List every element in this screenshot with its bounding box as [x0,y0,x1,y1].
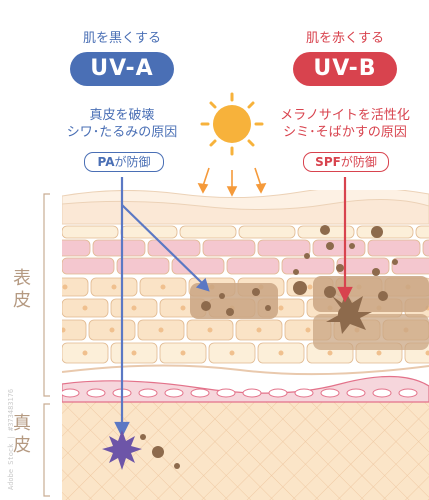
epidermis-cell [367,239,421,257]
vessel-cell [190,388,210,398]
cell-nucleus [376,350,382,356]
epidermis-cell [415,225,429,239]
uva-description-line1: 真皮を破壊 [89,108,155,123]
cell-nucleus [82,350,88,356]
cell-nucleus [180,350,186,356]
vessel-cell [398,388,418,398]
cell-nucleus [131,350,137,356]
cell-nucleus [62,327,66,333]
vessel-cell [242,388,262,398]
uva-caption: 肌を黒くする [82,31,162,46]
cell-nucleus [278,350,284,356]
epidermis-cell [92,239,146,257]
vessel-cell [164,388,184,398]
epidermis-cell [226,257,280,275]
epidermis-cell [171,257,225,275]
epidermis-cell [391,257,429,275]
epidermis-cell [62,257,115,275]
epidermis-cell [147,239,201,257]
epidermis-cell [422,239,429,257]
epidermis-cell [238,225,296,239]
cell-nucleus [82,305,88,311]
uvb-pill: UV-B [293,52,397,86]
vessel-cell [62,388,80,398]
epidermis-cell [257,239,311,257]
cell-nucleus [278,305,284,311]
epidermis-cell [281,257,335,275]
epidermis-cell [116,257,170,275]
uvb-caption: 肌を赤くする [305,31,385,46]
epidermis-cell [202,239,256,257]
epidermis-cell [356,225,414,239]
epidermis-cell [62,277,89,297]
cell-nucleus [131,305,137,311]
uvb-description-line1: メラノサイトを活性化 [280,108,410,123]
vessel-cell [138,388,158,398]
cell-nucleus [158,327,164,333]
cell-nucleus [111,284,117,290]
vessel-cell [216,388,236,398]
uva-pa-badge: PAが防御 [84,152,164,172]
uvb-badge-rest: が防御 [340,155,377,169]
vessel-cell [86,388,106,398]
cell-nucleus [229,350,235,356]
cell-nucleus [425,350,429,356]
cell-nucleus [256,327,262,333]
cell-nucleus [109,327,115,333]
vessel-cell [294,388,314,398]
sun-icon [200,92,264,156]
uva-description-line2: シワ･たるみの原因 [66,125,178,140]
cell-nucleus [307,284,313,290]
melanocyte [326,292,372,334]
dermis-label: 真皮 [13,413,31,456]
uvb-badge-strong: SPF [315,155,341,169]
cell-nucleus [62,284,68,290]
vessel-cell [268,388,288,398]
cell-nucleus [207,327,213,333]
uvb-description-line2: シミ･そばかすの原因 [283,125,407,140]
epidermis-cell [62,225,119,239]
uvb-spf-badge: SPFが防御 [303,152,389,172]
cell-nucleus [180,305,186,311]
vessel-cell [346,388,366,398]
epidermis-cell [179,225,237,239]
epidermis-label: 表皮 [13,268,31,311]
cell-nucleus [160,284,166,290]
collagen-damage-icon [102,430,142,470]
cell-nucleus [327,350,333,356]
cell-nucleus [305,327,311,333]
vessel-cell [320,388,340,398]
uva-badge-strong: PA [97,155,115,169]
uva-badge-rest: が防御 [114,155,151,169]
epidermis-cell [62,239,91,257]
uva-pill: UV-A [70,52,174,86]
vessel-cell [372,388,392,398]
epidermis-cell [312,239,366,257]
epidermis-cell [62,319,87,341]
